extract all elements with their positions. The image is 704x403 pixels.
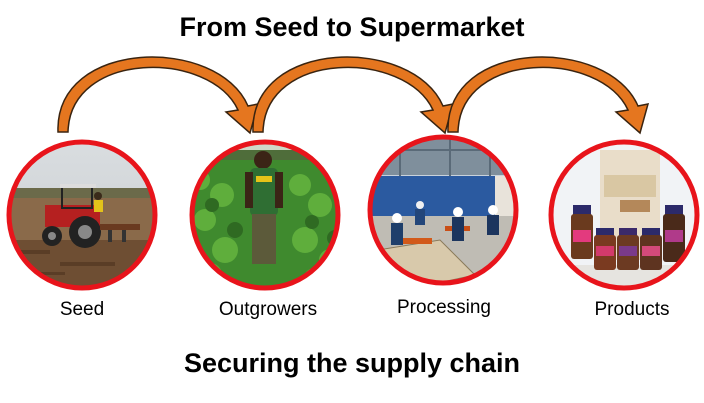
stage-label-products: Products — [594, 299, 670, 320]
stage-label-processing: Processing — [397, 297, 491, 318]
arrow-processing-to-products — [447, 56, 650, 135]
seed-photo-circle — [6, 139, 158, 291]
arrow-seed-to-outgrowers — [57, 56, 260, 135]
products-photo-circle — [548, 139, 700, 291]
processing-photo-circle — [367, 134, 519, 286]
arrow-outgrowers-to-processing — [252, 56, 455, 135]
stage-label-seed: Seed — [59, 299, 105, 320]
stage-label-outgrowers: Outgrowers — [218, 299, 318, 320]
diagram-title: From Seed to Supermarket — [179, 12, 525, 42]
diagram-subtitle: Securing the supply chain — [183, 348, 521, 378]
outgrowers-photo-circle — [189, 139, 341, 291]
